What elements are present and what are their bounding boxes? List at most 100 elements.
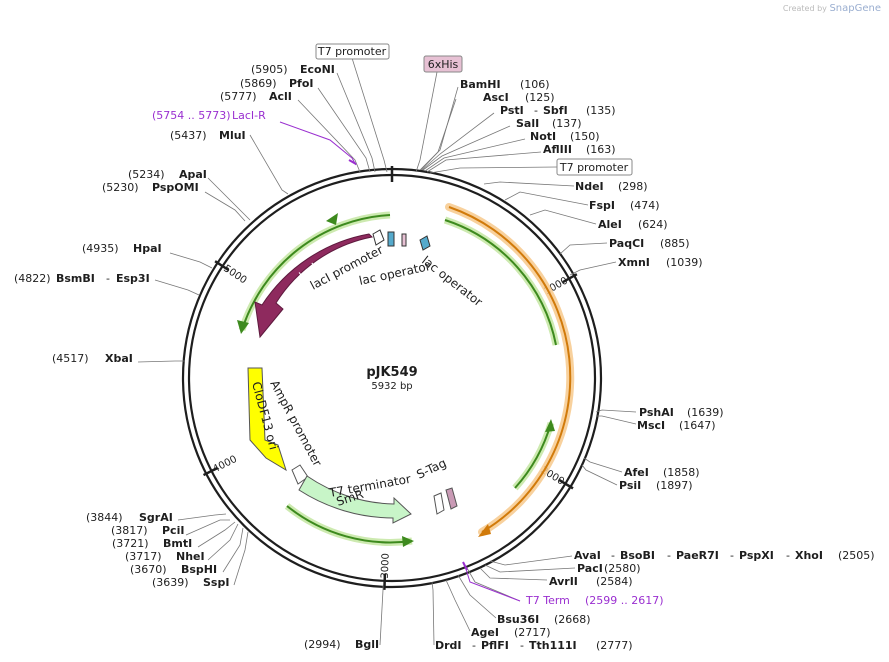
bgli-pos: (2994) <box>304 638 341 651</box>
fspi-pos: (474) <box>630 199 660 212</box>
his6-label: 6xHis <box>428 58 459 71</box>
tick-mark-2000 <box>558 478 574 490</box>
pfoi-pos: (5869) <box>240 77 277 90</box>
laci-promoter-box <box>372 229 385 246</box>
asci-pos: (125) <box>525 91 555 104</box>
bamhi-pos: (106) <box>520 78 550 91</box>
t7-terminator-box <box>433 492 445 515</box>
green-arc-1 <box>444 219 557 346</box>
drdi-dash-2: - <box>520 639 524 652</box>
smr-feature-arrow <box>298 475 412 524</box>
avai-dash-2: - <box>667 549 671 562</box>
t7-promoter-top-label: T7 promoter <box>317 45 387 58</box>
pcii-pos: (3817) <box>111 524 148 537</box>
drdi-pos: (2777) <box>596 639 633 652</box>
paqci-pos: (885) <box>660 237 690 250</box>
t7-promoter-right-label: T7 promoter <box>559 161 629 174</box>
mlui-pos: (5437) <box>170 129 207 142</box>
tick-mark-4000 <box>202 466 219 477</box>
psti-name: PstI <box>500 104 524 117</box>
bsmbi-dash: - <box>106 272 110 285</box>
tick-mark-3000 <box>383 573 387 590</box>
avrii-pos: (2584) <box>596 575 633 588</box>
his6-label-box <box>423 55 463 73</box>
bgli-name: BglI <box>355 638 379 651</box>
lac-operator-box-2 <box>419 235 431 251</box>
pshai-name: PshAI <box>639 406 674 419</box>
nhei-pos: (3717) <box>125 550 162 563</box>
afei-name: AfeI <box>624 466 649 479</box>
bsmbi-pos: (4822) <box>14 272 51 285</box>
xbai-pos: (4517) <box>52 352 89 365</box>
drdi-alt-2: Tth111I <box>529 639 577 652</box>
mlui-name: MluI <box>219 129 246 142</box>
laci-r-primer-mark <box>348 159 357 165</box>
hpai-pos: (4935) <box>82 242 119 255</box>
psti-alt: SbfI <box>543 104 568 117</box>
agei-pos: (2717) <box>514 626 551 639</box>
fspi-name: FspI <box>589 199 615 212</box>
tick-label-5000: 5000 <box>221 263 248 286</box>
bsu36i-name: Bsu36I <box>497 613 539 626</box>
laci-feature-arrow <box>254 233 374 339</box>
aflii-pos: (163) <box>586 143 616 156</box>
psii-name: PsiI <box>619 479 641 492</box>
bmti-name: BmtI <box>163 537 192 550</box>
snapgene-logo-text: SnapGene <box>829 3 881 14</box>
pcii-name: PciI <box>162 524 184 537</box>
t7term-name: T7 Term <box>525 594 570 607</box>
psti-pos: (135) <box>586 104 616 117</box>
nhei-name: NheI <box>176 550 205 563</box>
avai-alt-4: XhoI <box>795 549 823 562</box>
asci-name: AscI <box>483 91 509 104</box>
avai-dash-4: - <box>786 549 790 562</box>
noti-pos: (150) <box>570 130 600 143</box>
t7-promoter-right-box <box>556 158 633 176</box>
orange-arc <box>448 206 572 533</box>
bmti-pos: (3721) <box>112 537 149 550</box>
msci-pos: (1647) <box>679 419 716 432</box>
avai-dash-1: - <box>611 549 615 562</box>
watermark: Created by SnapGene <box>783 3 881 14</box>
msci-name: MscI <box>637 419 665 432</box>
lac-operator-label-2: lac operator <box>419 253 485 309</box>
drdi-alt-1: PflFI <box>481 639 509 652</box>
plasmid-name: pJK549 <box>366 365 417 380</box>
econi-pos: (5905) <box>251 63 288 76</box>
ndei-pos: (298) <box>618 180 648 193</box>
leader-lines <box>137 57 637 646</box>
psp-name: PspOMI <box>152 181 199 194</box>
t7-promoter-top-box <box>315 43 390 60</box>
avai-dash-3: - <box>730 549 734 562</box>
avrii-name: AvrII <box>549 575 578 588</box>
alei-pos: (624) <box>638 218 668 231</box>
laci-r-primer-line <box>279 121 357 166</box>
t7-terminator-label: T7 terminator <box>327 472 412 500</box>
laci-r-pos: (5754 .. 5773) <box>152 109 231 122</box>
sspi-pos: (3639) <box>152 576 189 589</box>
alei-name: AleI <box>598 218 622 231</box>
t7term-pos: (2599 .. 2617) <box>585 594 664 607</box>
hpai-name: HpaI <box>133 242 162 255</box>
his6-box <box>401 233 407 247</box>
laci-r-name: LacI-R <box>232 109 266 122</box>
bsmbi-alt: Esp3I <box>116 272 150 285</box>
avai-pos: (2505) <box>838 549 875 562</box>
avai-alt-2: PaeR7I <box>676 549 719 562</box>
sspi-name: SspI <box>203 576 229 589</box>
s-tag-box <box>445 487 458 510</box>
right-label-group: BamHI (106) AscI (125) PstI - SbfI (135)… <box>435 78 875 652</box>
paci-name: PacI <box>577 562 603 575</box>
drdi-dash-1: - <box>472 639 476 652</box>
paqci-name: PaqCI <box>609 237 644 250</box>
green-arc-2-arrowhead-end <box>237 320 249 334</box>
psp-pos: (5230) <box>102 181 139 194</box>
green-arc-4 <box>286 505 413 544</box>
tick-mark-5000 <box>214 260 230 272</box>
apai-pos: (5234) <box>128 168 165 181</box>
sgrai-pos: (3844) <box>86 511 123 524</box>
bsphi-pos: (3670) <box>130 563 167 576</box>
tick-mark-1000 <box>562 273 578 284</box>
acli-pos: (5777) <box>220 90 257 103</box>
